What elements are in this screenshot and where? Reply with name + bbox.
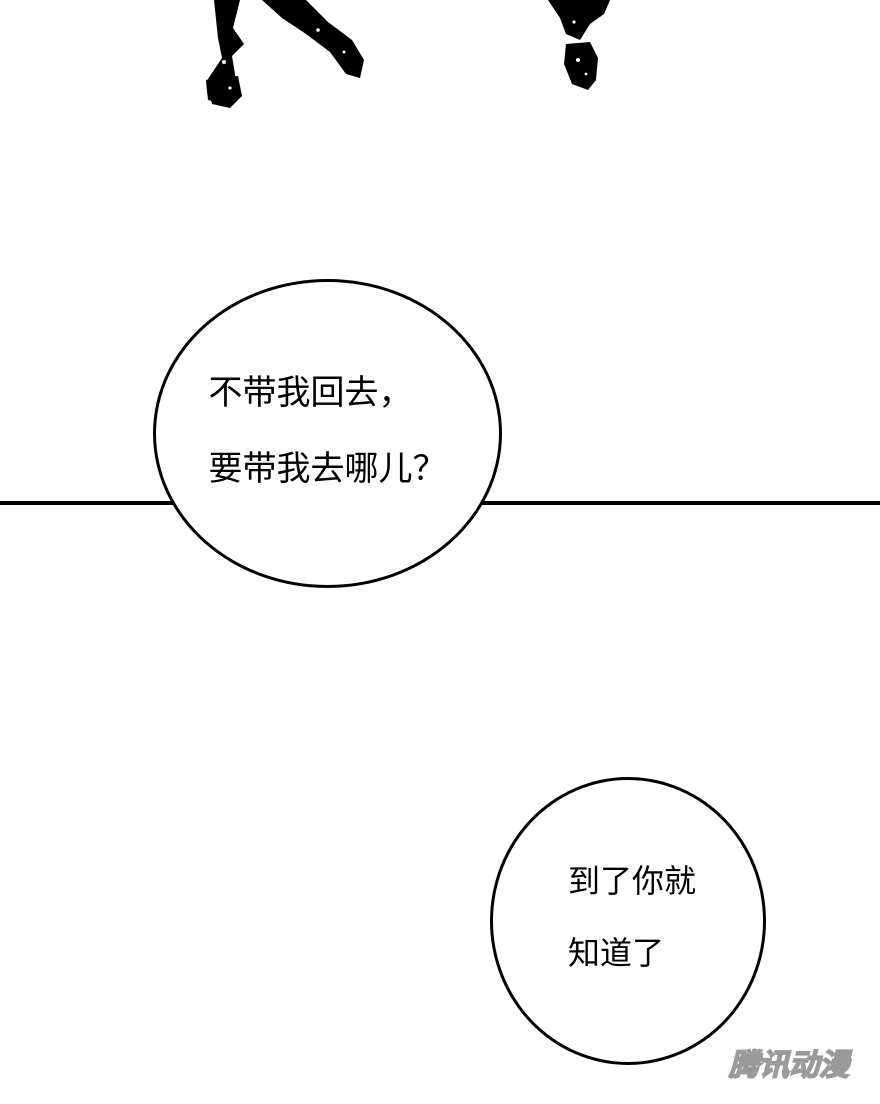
ink-stroke-right-foot bbox=[564, 42, 598, 90]
speech-line: 不带我回去， bbox=[208, 372, 413, 413]
speech-line: 要带我去哪儿？ bbox=[208, 448, 447, 489]
speech-bubble-question: 不带我回去， 要带我去哪儿？ bbox=[153, 279, 502, 588]
speech-line: 到了你就 bbox=[567, 862, 696, 900]
ink-brushstroke-art bbox=[206, 0, 610, 108]
publisher-watermark-logo: 腾讯动漫 bbox=[727, 1047, 854, 1084]
speech-bubble-question-text: 不带我回去， 要带我去哪儿？ bbox=[209, 336, 447, 526]
speech-bubble-answer-text: 到了你就 知道了 bbox=[568, 827, 696, 1007]
ink-stroke-left-foot bbox=[206, 76, 242, 108]
ink-speckles bbox=[222, 20, 588, 90]
ink-stroke-middle bbox=[262, 0, 364, 78]
speech-line: 知道了 bbox=[567, 934, 664, 972]
speech-bubble-answer: 到了你就 知道了 bbox=[490, 777, 766, 1065]
ink-stroke-right-top bbox=[548, 0, 610, 40]
watermark-text: 腾讯动漫 bbox=[728, 1048, 853, 1083]
